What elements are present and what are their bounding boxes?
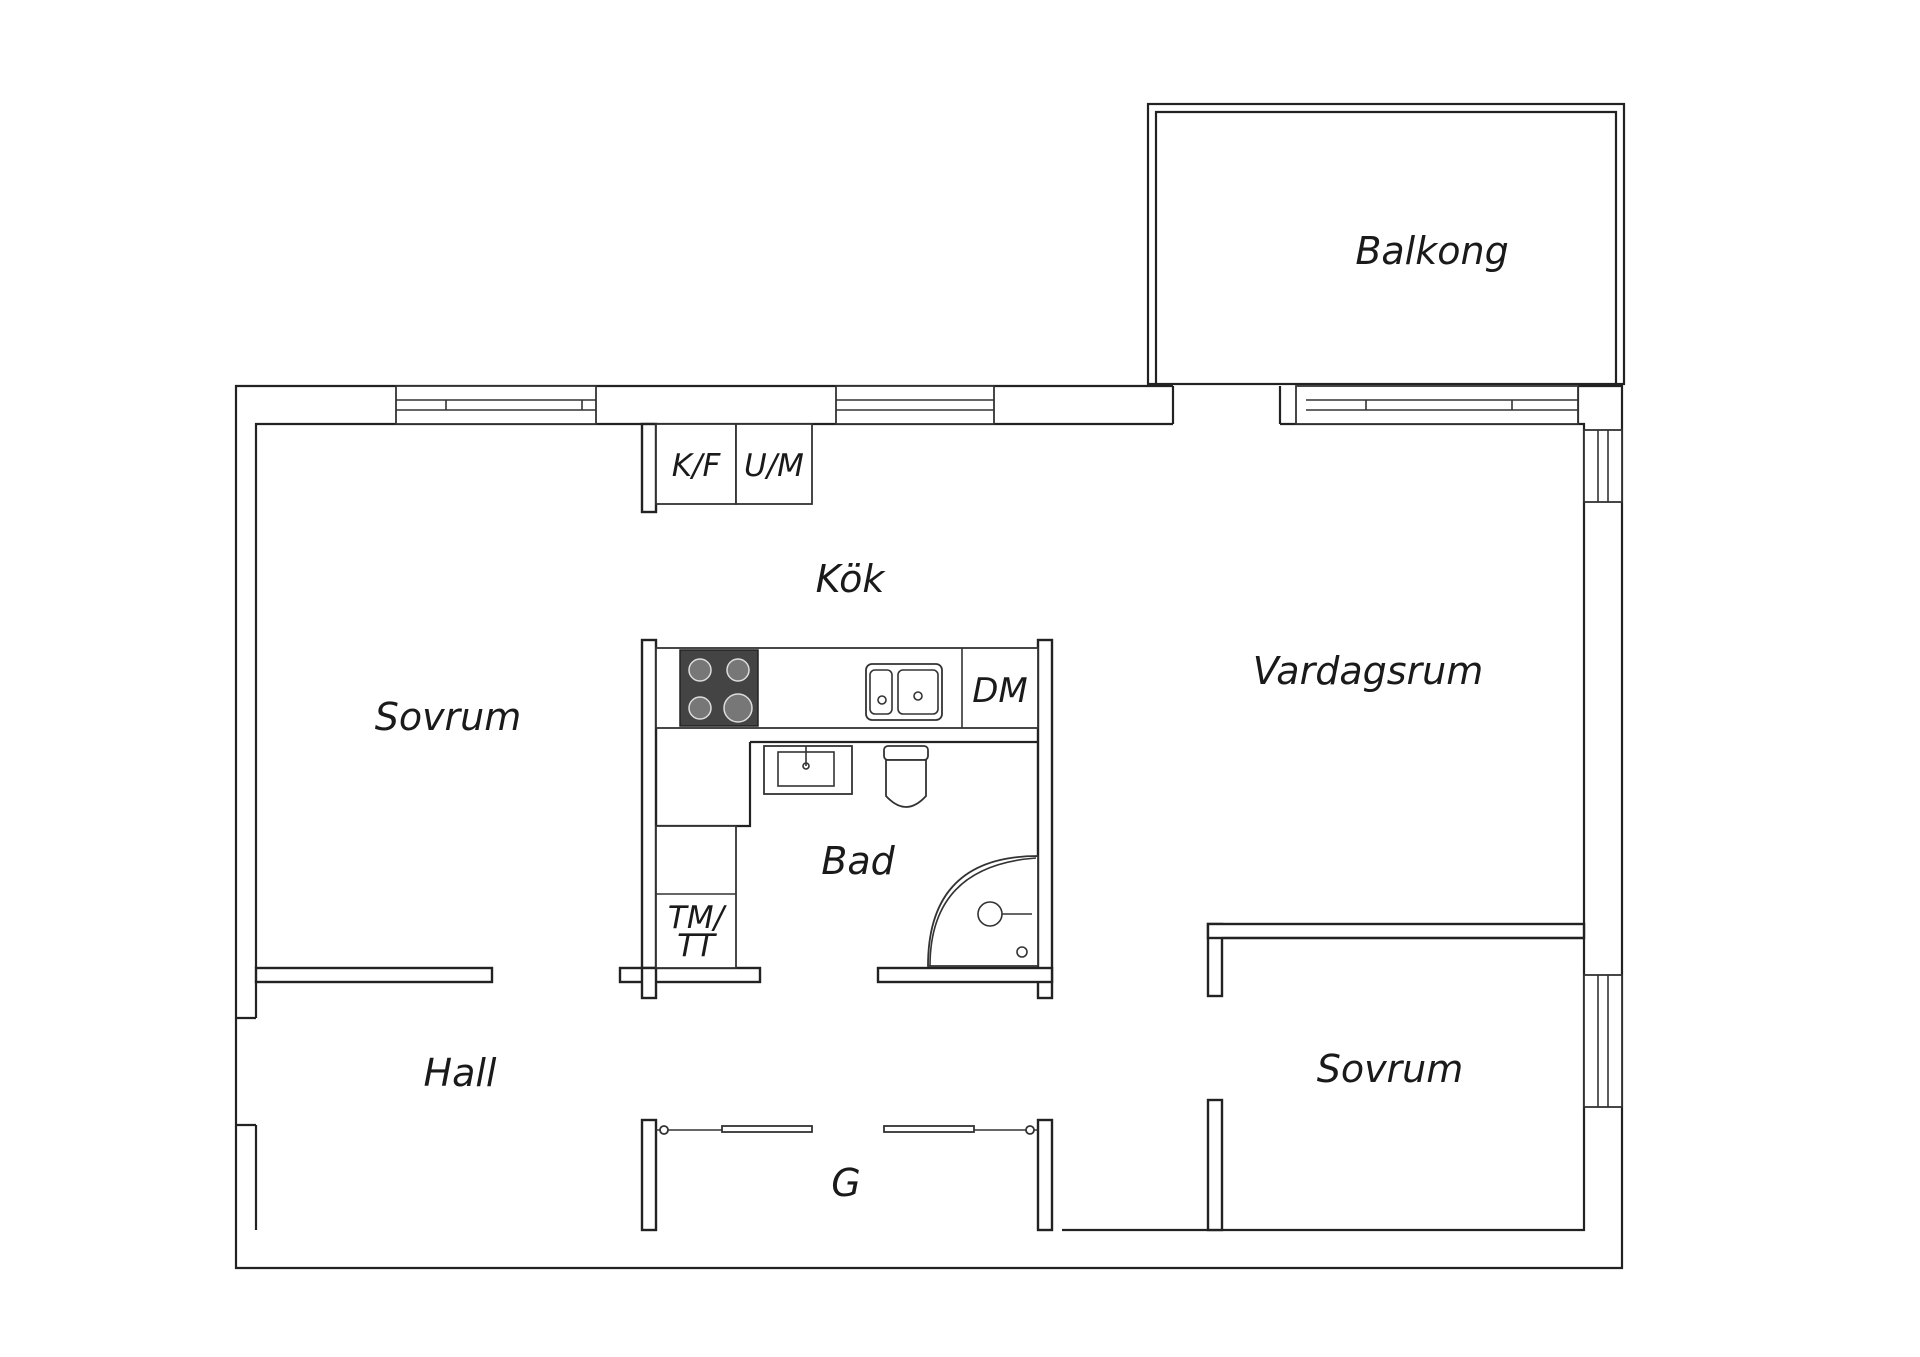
room-label-balkong: Balkong <box>1355 229 1508 273</box>
toilet-icon <box>883 745 929 808</box>
bathroom-fixtures <box>655 745 1039 969</box>
windows <box>395 385 1623 1108</box>
interior-walls <box>254 422 1586 1232</box>
washing-machine-cabinet <box>655 825 737 969</box>
room-label-sovrum-left: Sovrum <box>375 695 522 739</box>
stove-icon <box>679 649 759 727</box>
room-label-hall: Hall <box>424 1051 497 1095</box>
window-right-upper <box>1583 429 1623 503</box>
window-top-right <box>1295 385 1579 425</box>
shower-icon <box>927 855 1039 967</box>
fixture-label-kf: K/F <box>672 448 722 484</box>
window-top-left <box>395 385 597 425</box>
wardrobe-doors <box>656 1125 1038 1135</box>
fixture-label-um: U/M <box>744 448 804 484</box>
window-top-middle <box>835 385 995 425</box>
room-label-garderob: G <box>831 1161 860 1205</box>
outer-walls <box>234 384 1624 1270</box>
kitchen-counter <box>655 647 1039 729</box>
fixture-label-tt: TT <box>677 928 717 964</box>
room-label-sovrum-right: Sovrum <box>1317 1047 1464 1091</box>
washbasin-icon <box>763 745 853 795</box>
fixture-label-tm: TM/ <box>668 900 728 936</box>
kitchen-sink-icon <box>865 663 943 721</box>
window-right-lower <box>1583 974 1623 1108</box>
fixture-label-dm: DM <box>972 671 1028 711</box>
room-label-vardagsrum: Vardagsrum <box>1253 649 1484 693</box>
room-label-kok: Kök <box>816 557 887 601</box>
balcony <box>1146 102 1626 386</box>
room-label-bad: Bad <box>821 839 895 883</box>
fridge-oven-cabinets <box>655 423 813 505</box>
